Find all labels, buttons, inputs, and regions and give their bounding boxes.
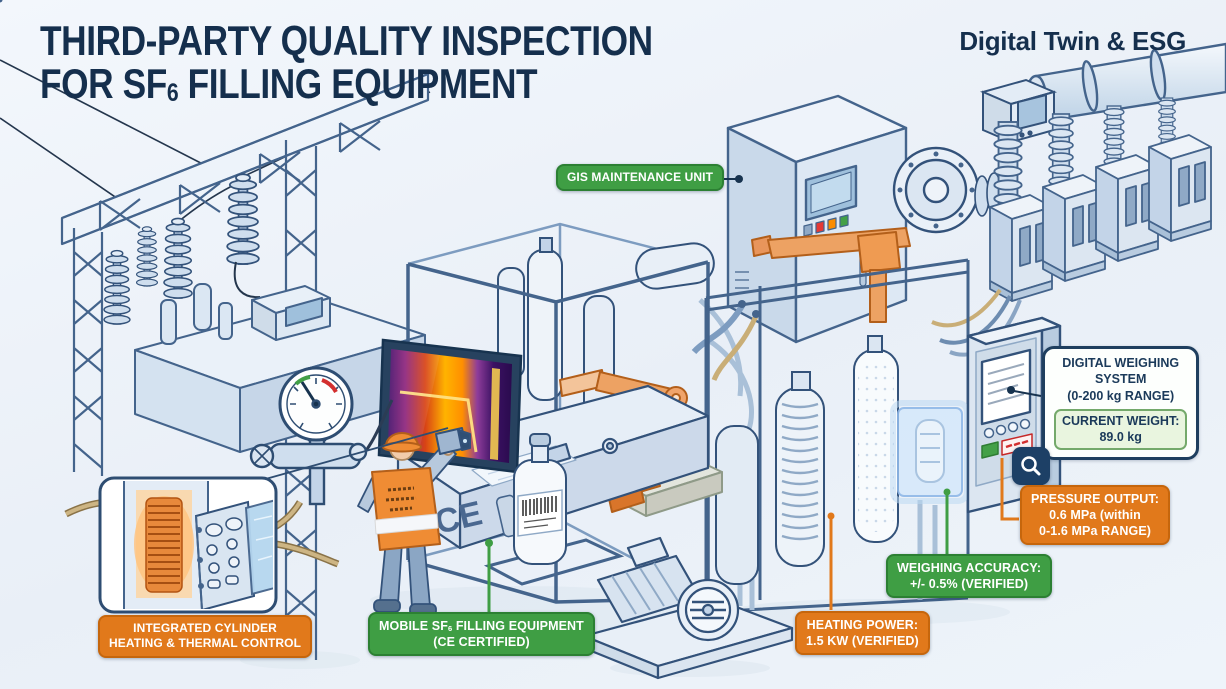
sample-bottles <box>160 283 233 345</box>
weighing-highlight-box <box>890 400 970 504</box>
insulator-bushings <box>103 173 261 325</box>
callout-lines <box>485 175 1042 612</box>
corner-tag: Digital Twin & ESG <box>959 26 1186 56</box>
label-pressure-output: PRESSURE OUTPUT: 0.6 MPa (within 0-1.6 M… <box>1020 485 1171 545</box>
magnifier-glyph <box>1021 456 1041 476</box>
barcode <box>522 496 557 516</box>
page-title: THIRD-PARTY QUALITY INSPECTION FOR SF6 F… <box>40 17 769 107</box>
label-mobile-filling-equipment: MOBILE SF6 FILLING EQUIPMENT (CE CERTIFI… <box>368 612 595 656</box>
vest-print <box>385 486 417 512</box>
title-line1: THIRD-PARTY QUALITY INSPECTION <box>40 17 653 64</box>
filter-vessel <box>853 335 899 543</box>
inset-callout-line <box>261 427 449 481</box>
label-digital-weighing-system: DIGITAL WEIGHING SYSTEM (0-200 kg RANGE)… <box>1042 346 1200 461</box>
magnifier-icon[interactable] <box>1012 447 1050 485</box>
pump-unit <box>582 536 794 680</box>
bench-scale-device <box>0 0 331 341</box>
storage-tank <box>715 425 759 585</box>
label-cylinder-heating: INTEGRATED CYLINDER HEATING & THERMAL CO… <box>98 615 313 658</box>
pressure-gauge <box>249 366 368 506</box>
heated-coil-vessel <box>775 371 825 567</box>
robot-gantry-rail <box>751 227 911 323</box>
label-weighing-accuracy: WEIGHING ACCURACY: +/- 0.5% (VERIFIED) <box>886 554 1053 598</box>
gis-switchgear-bays <box>989 134 1212 302</box>
heating-inset <box>98 476 340 614</box>
title-line2: FOR SF6 FILLING EQUIPMENT <box>40 59 538 107</box>
label-gis-maintenance-unit: GIS MAINTENANCE UNIT <box>556 164 724 192</box>
label-heating-power: HEATING POWER: 1.5 KW (VERIFIED) <box>795 611 930 655</box>
current-weight-badge: CURRENT WEIGHT: 89.0 kg <box>1054 408 1188 451</box>
thermal-camera <box>435 427 471 455</box>
sf6-bottle <box>483 433 625 586</box>
